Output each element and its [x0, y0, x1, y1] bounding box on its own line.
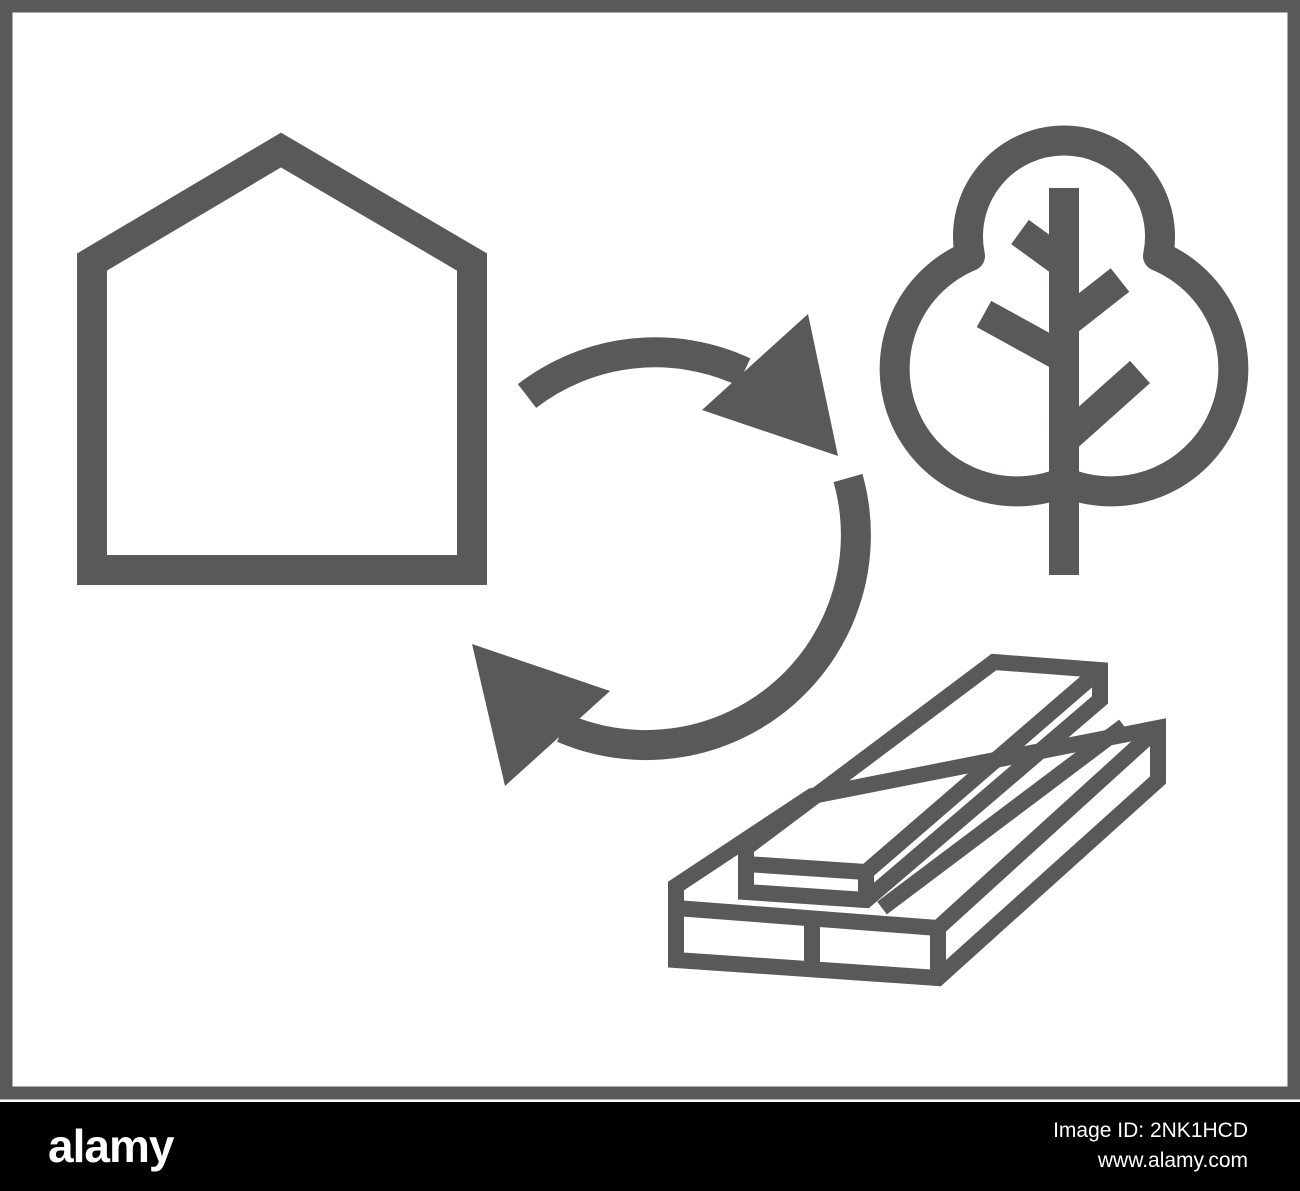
lower-arrow-icon — [472, 473, 871, 786]
timber-lifecycle-illustration — [0, 0, 1300, 1100]
site-url-label: www.alamy.com — [1097, 1149, 1248, 1172]
image-id-label: Image ID: 2NK1HCD — [1053, 1119, 1248, 1142]
tree-icon — [879, 125, 1249, 575]
upper-arrow-icon — [517, 314, 838, 456]
alamy-logo: alamy — [48, 1120, 174, 1172]
top-plank — [738, 653, 1108, 909]
frame-border — [0, 0, 1300, 1100]
stock-attribution-bar: alamy Image ID: 2NK1HCD www.alamy.com — [0, 1102, 1300, 1191]
lumber-planks-icon — [668, 653, 1166, 987]
recycle-arrows-icon — [472, 314, 871, 786]
house-icon — [77, 132, 487, 585]
